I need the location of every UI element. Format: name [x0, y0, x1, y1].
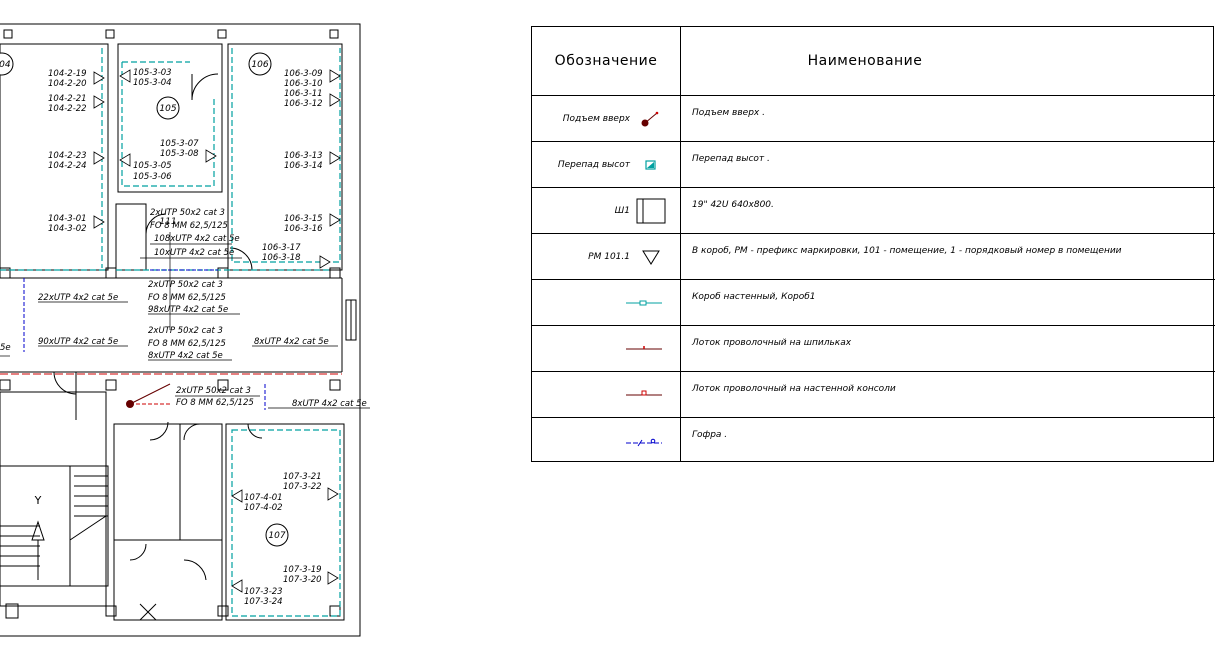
outlet-markers [93, 69, 341, 593]
legend-name: Короб настенный, Короб1 [692, 292, 816, 302]
cable-label: 105-3-08 [160, 149, 199, 159]
cable-label: 107-3-20 [283, 575, 322, 585]
legend-row: РМ 101.1 В короб, РМ - префикс маркировк… [532, 233, 1215, 280]
cable-label: 105-3-05 [133, 161, 172, 171]
bundle-label: 8xUTP 4x2 cat 5e [254, 337, 329, 347]
cable-label: 105-3-06 [133, 172, 172, 182]
cable-label: 106-3-16 [284, 224, 323, 234]
room-number-107: 107 [268, 531, 285, 541]
cable-label: 106-3-11 [284, 89, 323, 99]
legend-row: Короб настенный, Короб1 [532, 279, 1215, 326]
bundle-label: FO 8 MM 62,5/125 [148, 293, 226, 303]
legend-row: Лоток проволочный на шпильках [532, 325, 1215, 372]
cable-label: 106-3-13 [284, 151, 323, 161]
legend-name: Перепад высот . [692, 154, 770, 164]
legend-designation: Ш1 [614, 206, 630, 216]
legend-row: Подъем вверх Подъем вверх . [532, 95, 1215, 142]
wire-tray-pins-icon [622, 337, 666, 361]
legend-row: Гофра . [532, 417, 1215, 463]
stair-mark: Y [34, 494, 42, 507]
legend-name: В короб, РМ - префикс маркировки, 101 - … [692, 246, 1122, 256]
bundle-label: 2xUTP 50x2 cat 3 [150, 208, 225, 218]
bundle-label: 2xUTP 50x2 cat 3 [148, 326, 223, 336]
cable-label: 106-3-18 [262, 253, 301, 263]
cable-label: 106-3-12 [284, 99, 323, 109]
legend-table: Обозначение Наименование Подъем вверх По… [531, 26, 1215, 463]
legend-row: Ш1 19" 42U 640х800. [532, 187, 1215, 234]
legend-name: Гофра . [692, 430, 728, 440]
cable-label: 107-4-01 [244, 493, 283, 503]
legend-row: Перепад высот Перепад высот . [532, 141, 1215, 188]
leader-lines [0, 232, 370, 409]
cable-label: 107-3-23 [244, 587, 283, 597]
cable-label: 104-3-01 [48, 214, 87, 224]
cable-label: 107-3-21 [283, 472, 322, 482]
cabinet-icon [636, 198, 666, 224]
legend-divider [680, 27, 681, 461]
cable-label: 107-4-02 [244, 503, 283, 513]
bundle-label: FO 8 MM 62,5/125 [150, 221, 228, 231]
cable-label: 104-2-19 [48, 69, 87, 79]
level-drop-icon [636, 153, 666, 177]
bundle-label: 10xUTP 4x2 cat 5e [154, 248, 234, 258]
cable-label: 105-3-07 [160, 139, 199, 149]
legend-header-name: Наименование [807, 53, 923, 69]
bundle-label: 5e [0, 343, 11, 353]
bundle-label: FO 8 MM 62,5/125 [176, 398, 254, 408]
wire-tray [0, 373, 342, 405]
corrugated-pipe-icon [622, 429, 666, 453]
cable-label: 104-2-21 [48, 94, 87, 104]
legend-designation: РМ 101.1 [588, 252, 630, 262]
wire-tray-console-icon [622, 383, 666, 407]
cable-label: 107-3-19 [283, 565, 322, 575]
cable-label: 104-2-20 [48, 79, 87, 89]
cable-label: 106-3-10 [284, 79, 323, 89]
bundle-label: 2xUTP 50x2 cat 3 [148, 280, 223, 290]
cable-label: 107-3-24 [244, 597, 283, 607]
bundle-label: 22xUTP 4x2 cat 5e [38, 293, 118, 303]
wall-duct-icon [622, 291, 666, 315]
riser-icon [636, 107, 666, 131]
bundle-label: 8xUTP 4x2 cat 5e [292, 399, 367, 409]
cable-label: 105-3-03 [133, 68, 172, 78]
room-number-bubbles [0, 52, 289, 547]
bundle-label: FO 8 MM 62,5/125 [148, 339, 226, 349]
cable-label: 106-3-14 [284, 161, 323, 171]
room-number-106: 106 [251, 60, 268, 70]
walls [0, 23, 361, 637]
room-number-105: 105 [159, 104, 176, 114]
bundle-label: 98xUTP 4x2 cat 5e [148, 305, 228, 315]
riser-marker [126, 383, 171, 408]
bundle-label: 2xUTP 50x2 cat 3 [176, 386, 251, 396]
cable-label: 104-2-24 [48, 161, 87, 171]
bundle-label: 8xUTP 4x2 cat 5e [148, 351, 223, 361]
bundle-label: 90xUTP 4x2 cat 5e [38, 337, 118, 347]
bundle-label: 108xUTP 4x2 cat 5e [154, 234, 240, 244]
cable-label: 104-3-02 [48, 224, 87, 234]
legend-row: Лоток проволочный на настенной консоли [532, 371, 1215, 418]
cable-label: 105-3-04 [133, 78, 172, 88]
legend-name: Лоток проволочный на настенной консоли [692, 384, 896, 394]
cable-label: 106-3-15 [284, 214, 323, 224]
cable-label: 104-2-22 [48, 104, 87, 114]
cable-label: 106-3-09 [284, 69, 323, 79]
legend-name: Подъем вверх . [692, 108, 765, 118]
floor-plan: 104 105 106 111 107 Y 104-2-19 104-2-20 … [0, 23, 370, 637]
room-number-104: 104 [0, 60, 11, 70]
legend-name: 19" 42U 640х800. [692, 200, 774, 210]
legend-header-designation: Обозначение [554, 53, 658, 69]
legend-designation: Перепад высот [557, 160, 630, 170]
legend-name: Лоток проволочный на шпильках [692, 338, 852, 348]
cable-label: 107-3-22 [283, 482, 322, 492]
corrugated-wires [23, 269, 266, 410]
cable-label: 106-3-17 [262, 243, 301, 253]
outlet-triangle-icon [636, 245, 666, 269]
room-number-111: 111 [159, 217, 176, 227]
legend-designation: Подъем вверх [562, 114, 630, 124]
cable-label: 104-2-23 [48, 151, 87, 161]
